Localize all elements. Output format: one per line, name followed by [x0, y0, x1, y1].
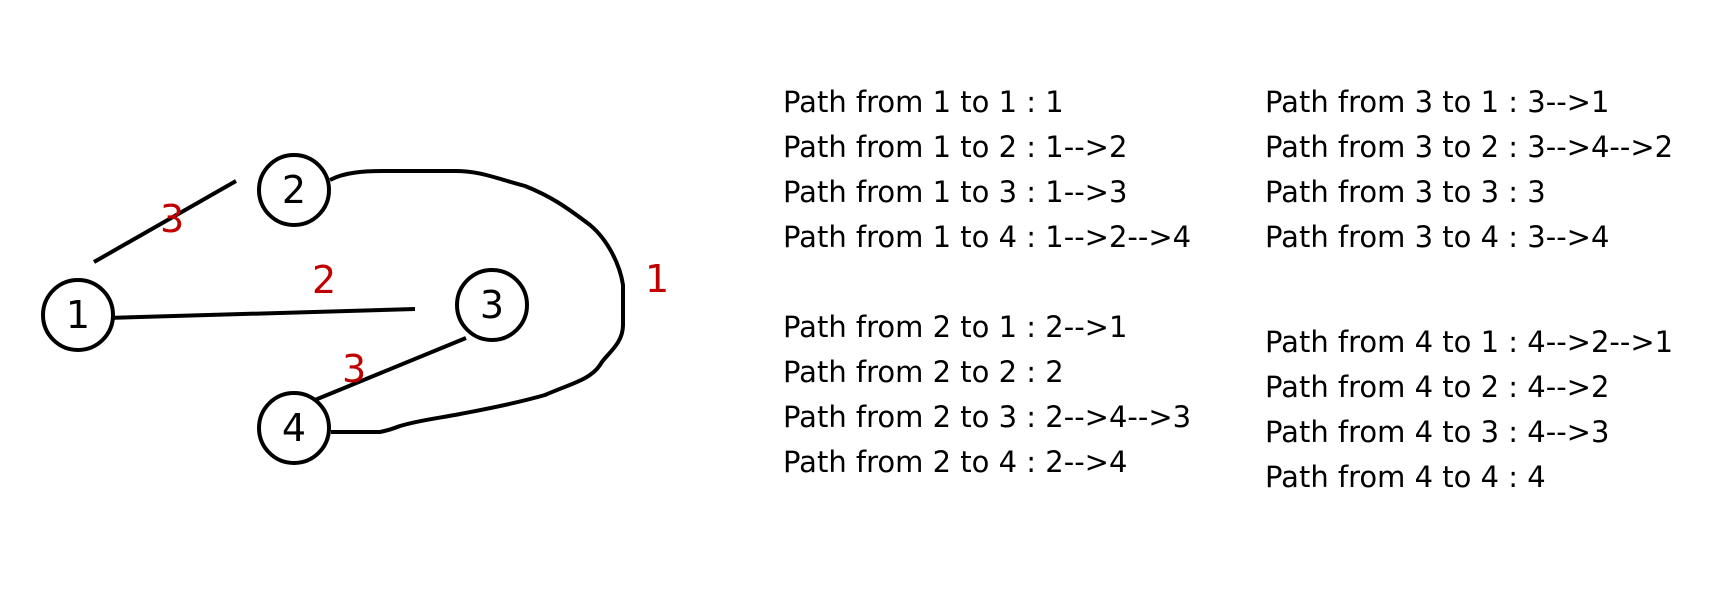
path-line: Path from 2 to 4 : 2-->4 — [783, 445, 1128, 479]
path-line: Path from 4 to 3 : 4-->3 — [1265, 415, 1610, 449]
edge-weight-3-4: 3 — [342, 347, 366, 391]
edge-1-2 — [93, 179, 237, 264]
node-circle — [41, 278, 115, 352]
edge-weight-1-2: 3 — [160, 197, 184, 241]
graph-node-4: 4 — [257, 391, 331, 465]
path-line: Path from 2 to 2 : 2 — [783, 355, 1064, 389]
node-label: 4 — [282, 406, 306, 450]
path-line: Path from 3 to 2 : 3-->4-->2 — [1265, 130, 1674, 164]
graph-node-1: 1 — [41, 278, 115, 352]
node-circle — [257, 391, 331, 465]
node-circle — [257, 153, 331, 227]
path-line: Path from 3 to 3 : 3 — [1265, 175, 1546, 209]
path-line: Path from 4 to 2 : 4-->2 — [1265, 370, 1610, 404]
path-line: Path from 2 to 3 : 2-->4-->3 — [783, 400, 1192, 434]
paths-from-node-1: Path from 1 to 1 : 1 Path from 1 to 2 : … — [783, 80, 1191, 260]
path-line: Path from 4 to 4 : 4 — [1265, 460, 1546, 494]
edge-weight-1-3: 2 — [312, 258, 336, 302]
node-label: 2 — [282, 168, 306, 212]
paths-from-node-3: Path from 3 to 1 : 3-->1 Path from 3 to … — [1265, 80, 1673, 260]
graph-node-3: 3 — [455, 268, 529, 342]
node-label: 1 — [66, 293, 90, 337]
edge-3-4 — [309, 336, 467, 404]
path-line: Path from 1 to 4 : 1-->2-->4 — [783, 220, 1192, 254]
path-line: Path from 1 to 1 : 1 — [783, 85, 1064, 119]
edge-2-4 — [329, 169, 625, 434]
path-line: Path from 2 to 1 : 2-->1 — [783, 310, 1128, 344]
node-label: 3 — [480, 283, 504, 327]
path-line: Path from 3 to 1 : 3-->1 — [1265, 85, 1610, 119]
edge-1-3 — [105, 307, 416, 320]
path-line: Path from 1 to 3 : 1-->3 — [783, 175, 1128, 209]
path-line: Path from 3 to 4 : 3-->4 — [1265, 220, 1610, 254]
paths-from-node-4: Path from 4 to 1 : 4-->2-->1 Path from 4… — [1265, 320, 1673, 500]
path-line: Path from 1 to 2 : 1-->2 — [783, 130, 1128, 164]
weighted-graph: 3 2 3 1 1 2 3 4 — [41, 153, 669, 465]
edge-weight-2-4: 1 — [645, 257, 669, 301]
node-circle — [455, 268, 529, 342]
path-line: Path from 4 to 1 : 4-->2-->1 — [1265, 325, 1674, 359]
graph-node-2: 2 — [257, 153, 331, 227]
paths-from-node-2: Path from 2 to 1 : 2-->1 Path from 2 to … — [783, 305, 1191, 485]
